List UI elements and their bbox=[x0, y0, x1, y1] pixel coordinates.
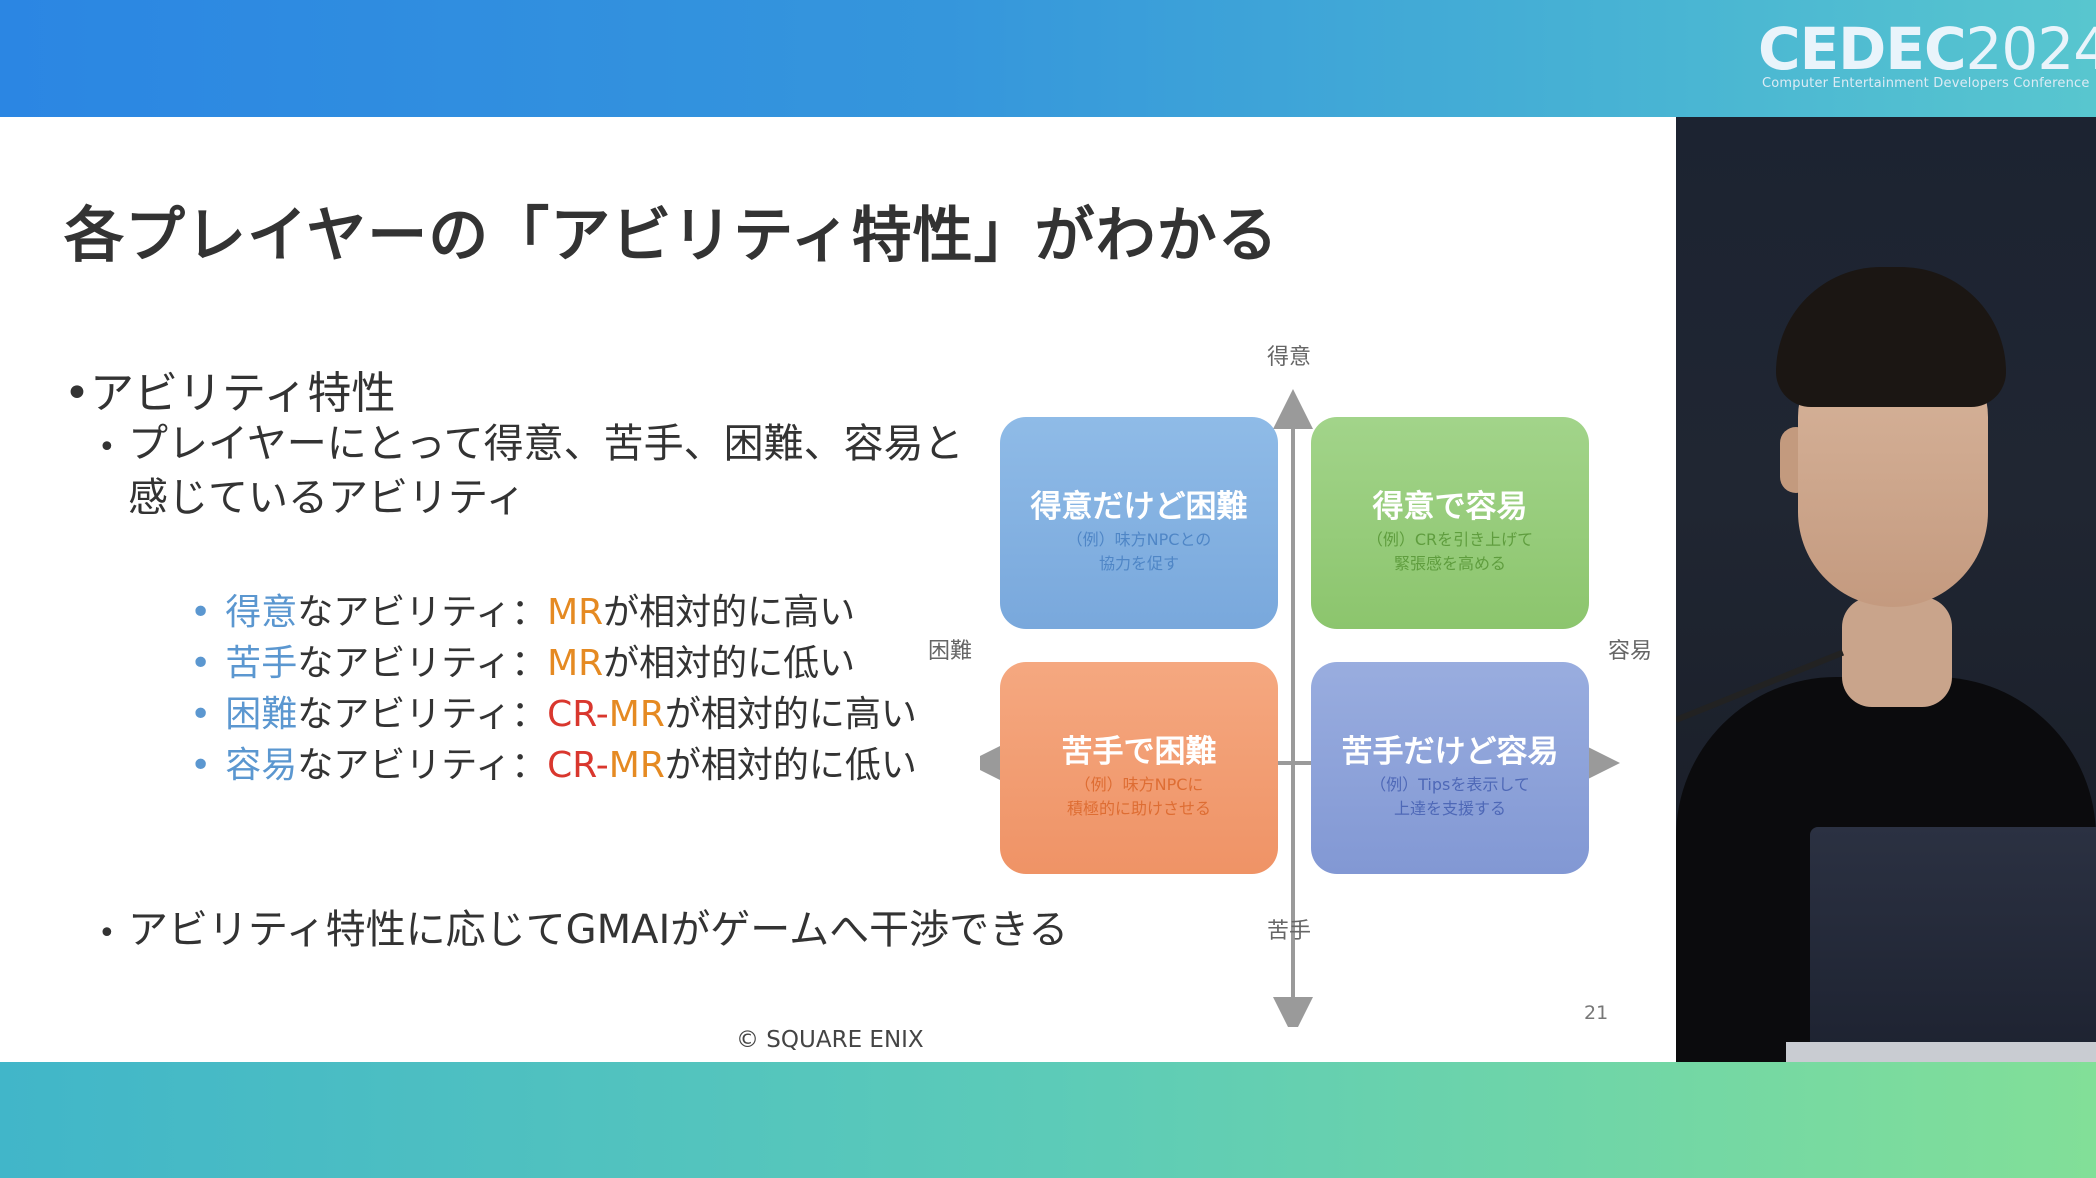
bullet-text: アビリティ特性 bbox=[90, 368, 396, 419]
item-text: なアビリティ： bbox=[297, 694, 548, 735]
quadrant-title: 得意で容易 bbox=[1372, 489, 1528, 525]
quadrant-bottom-left: 苦手で困難 （例）味方NPCに 積極的に助けさせる bbox=[1000, 662, 1278, 874]
dash: - bbox=[595, 694, 609, 735]
mr-label: MR bbox=[547, 592, 604, 633]
presenter-hair bbox=[1776, 267, 2006, 407]
quadrant-bottom-right: 苦手だけど容易 （例）Tipsを表示して 上達を支援する bbox=[1311, 662, 1589, 874]
list-item: •容易なアビリティ：CR-MRが相対的に低い bbox=[190, 745, 917, 786]
item-tail: が相対的に低い bbox=[603, 643, 856, 684]
page-number: 21 bbox=[1584, 1002, 1609, 1024]
bullet-description: • プレイヤーにとって得意、苦手、困難、容易と 感じているアビリティ bbox=[98, 419, 964, 523]
bullet-ability-traits: • アビリティ特性 bbox=[64, 357, 395, 421]
axis-label-bottom: 苦手 bbox=[1267, 919, 1312, 944]
quadrant-top-right: 得意で容易 （例）CRを引き上げて 緊張感を高める bbox=[1311, 417, 1589, 629]
list-item: •困難なアビリティ：CR-MRが相対的に高い bbox=[190, 694, 917, 735]
bullet-text: アビリティ特性に応じてGMAIがゲームへ干渉できる bbox=[128, 907, 1069, 953]
laptop bbox=[1810, 827, 2096, 1062]
quadrant-example-2: 協力を促す bbox=[1098, 554, 1179, 573]
item-tail: が相対的に低い bbox=[664, 745, 917, 786]
quadrant-title: 苦手だけど容易 bbox=[1341, 734, 1559, 770]
term: 困難 bbox=[225, 694, 298, 735]
axis-label-top: 得意 bbox=[1267, 345, 1312, 370]
term: 苦手 bbox=[225, 643, 298, 684]
quadrant-title: 苦手で困難 bbox=[1061, 734, 1217, 770]
logo-brand: CEDEC bbox=[1758, 15, 1967, 83]
bullet-line-2: 感じているアビリティ bbox=[128, 475, 526, 521]
quadrant-example-1: （例）Tipsを表示して bbox=[1370, 775, 1530, 794]
quadrant-example-2: 積極的に助けさせる bbox=[1066, 799, 1211, 818]
list-item: •苦手なアビリティ：MRが相対的に低い bbox=[190, 643, 856, 684]
item-text: なアビリティ： bbox=[297, 592, 548, 633]
dash: - bbox=[595, 745, 609, 786]
mr-label: MR bbox=[608, 745, 665, 786]
bullet-gmai: • アビリティ特性に応じてGMAIがゲームへ干渉できる bbox=[98, 897, 1069, 955]
quadrant-example-1: （例）味方NPCとの bbox=[1066, 530, 1212, 549]
axis-label-left: 困難 bbox=[928, 639, 973, 664]
mr-label: MR bbox=[608, 694, 665, 735]
quadrant-example-2: 上達を支援する bbox=[1393, 799, 1506, 818]
term: 容易 bbox=[225, 745, 298, 786]
presenter-neck bbox=[1842, 597, 1952, 707]
slide-title: 各プレイヤーの「アビリティ特性」がわかる bbox=[64, 201, 1279, 271]
bullet-marker: • bbox=[64, 368, 90, 419]
cr-label: CR bbox=[547, 694, 596, 735]
quadrant-example-1: （例）CRを引き上げて bbox=[1366, 530, 1534, 549]
logo-subtitle: Computer Entertainment Developers Confer… bbox=[1762, 76, 2090, 91]
item-tail: が相対的に高い bbox=[603, 592, 856, 633]
cr-label: CR bbox=[547, 745, 596, 786]
item-tail: が相対的に高い bbox=[664, 694, 917, 735]
logo-text: CEDEC2024 bbox=[1758, 16, 2096, 82]
laptop-base bbox=[1786, 1042, 2096, 1062]
bullet-marker: • bbox=[98, 916, 116, 951]
bottom-banner bbox=[0, 1062, 2096, 1178]
bullet-marker: • bbox=[98, 430, 116, 465]
quadrant-title: 得意だけど困難 bbox=[1030, 489, 1248, 525]
cedec-logo: CEDEC2024 Computer Entertainment Develop… bbox=[1752, 14, 2096, 94]
list-item: •得意なアビリティ：MRが相対的に高い bbox=[190, 592, 856, 633]
quadrant-example-2: 緊張感を高める bbox=[1393, 554, 1506, 573]
bullet-line-1: プレイヤーにとって得意、苦手、困難、容易と bbox=[128, 421, 964, 467]
copyright: © SQUARE ENIX bbox=[736, 1027, 924, 1053]
item-text: なアビリティ： bbox=[297, 643, 548, 684]
quadrant-example-1: （例）味方NPCに bbox=[1074, 775, 1204, 794]
term: 得意 bbox=[225, 592, 298, 633]
mr-label: MR bbox=[547, 643, 604, 684]
presenter-camera-feed bbox=[1676, 117, 2096, 1062]
definition-list: •得意なアビリティ：MRが相対的に高い •苦手なアビリティ：MRが相対的に低い … bbox=[190, 583, 917, 787]
axis-label-right: 容易 bbox=[1608, 639, 1653, 664]
logo-year: 2024 bbox=[1965, 15, 2096, 83]
top-banner bbox=[0, 0, 2096, 117]
presentation-slide: 各プレイヤーの「アビリティ特性」がわかる • アビリティ特性 • プレイヤーにとっ… bbox=[0, 117, 1676, 1062]
quadrant-top-left: 得意だけど困難 （例）味方NPCとの 協力を促す bbox=[1000, 417, 1278, 629]
item-text: なアビリティ： bbox=[297, 745, 548, 786]
